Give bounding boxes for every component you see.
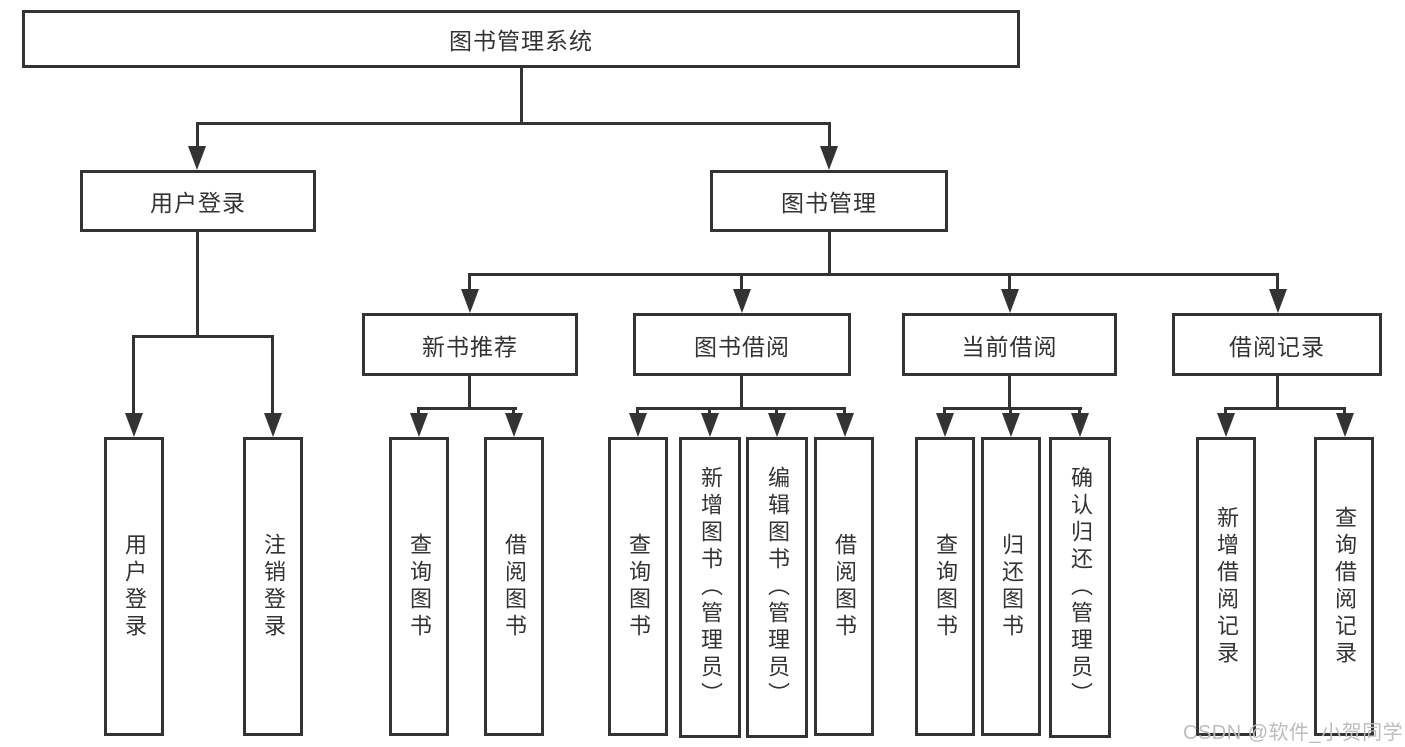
- arrow-down-icon: [701, 413, 719, 437]
- arrow-down-icon: [264, 413, 282, 437]
- arrow-down-icon: [1269, 289, 1287, 313]
- node-book-borrow-label: 图书借阅: [694, 333, 790, 360]
- arrow-down-icon: [768, 413, 786, 437]
- node-current-borrow: 当前借阅: [902, 313, 1117, 376]
- arrow-down-icon: [461, 289, 479, 313]
- connector-line: [468, 273, 471, 291]
- connector-line: [1078, 407, 1081, 415]
- leaf-label: 编辑图书（管理员）: [765, 466, 790, 709]
- leaf-borrow-books-1: 借阅图书: [484, 437, 544, 736]
- leaf-logout: 注销登录: [243, 437, 303, 736]
- connector-line: [196, 122, 831, 125]
- arrow-down-icon: [836, 413, 854, 437]
- arrow-down-icon: [936, 413, 954, 437]
- leaf-add-borrow-record: 新增借阅记录: [1196, 437, 1256, 736]
- node-borrow-records-label: 借阅记录: [1229, 333, 1325, 360]
- connector-line: [1343, 407, 1346, 415]
- leaf-label: 查询借阅记录: [1332, 505, 1357, 668]
- node-borrow-records: 借阅记录: [1172, 313, 1382, 376]
- connector-line: [1276, 376, 1279, 410]
- connector-line: [740, 273, 743, 291]
- leaf-user-login: 用户登录: [104, 437, 164, 736]
- node-book-mgmt: 图书管理: [710, 170, 948, 232]
- connector-line: [468, 273, 1279, 276]
- arrow-down-icon: [820, 146, 838, 170]
- leaf-confirm-return-admin: 确认归还（管理员）: [1049, 437, 1111, 738]
- leaf-label: 借阅图书: [502, 532, 527, 641]
- connector-line: [636, 407, 846, 410]
- leaf-query-borrow-record: 查询借阅记录: [1314, 437, 1374, 736]
- leaf-add-books-admin: 新增图书（管理员）: [679, 437, 741, 738]
- node-root: 图书管理系统: [22, 10, 1020, 68]
- leaf-query-books-1: 查询图书: [389, 437, 449, 736]
- leaf-label: 注销登录: [261, 532, 286, 641]
- leaf-label: 新增图书（管理员）: [698, 466, 723, 709]
- arrow-down-icon: [629, 413, 647, 437]
- leaf-label: 查询图书: [626, 532, 651, 641]
- arrow-down-icon: [1071, 413, 1089, 437]
- leaf-edit-books-admin: 编辑图书（管理员）: [746, 437, 808, 738]
- connector-line: [417, 407, 420, 415]
- leaf-label: 新增借阅记录: [1214, 505, 1239, 668]
- connector-line: [271, 335, 274, 415]
- arrow-down-icon: [1217, 413, 1235, 437]
- connector-line: [740, 376, 743, 410]
- connector-line: [196, 122, 199, 148]
- arrow-down-icon: [1001, 289, 1019, 313]
- leaf-borrow-books-2: 借阅图书: [814, 437, 874, 736]
- leaf-label: 用户登录: [122, 532, 147, 641]
- arrow-down-icon: [1002, 413, 1020, 437]
- connector-line: [636, 407, 639, 415]
- arrow-down-icon: [505, 413, 523, 437]
- leaf-label: 查询图书: [407, 532, 432, 641]
- node-book-borrow: 图书借阅: [633, 313, 851, 376]
- connector-line: [132, 335, 274, 338]
- connector-line: [1224, 407, 1346, 410]
- node-current-borrow-label: 当前借阅: [961, 333, 1058, 360]
- connector-line: [943, 407, 946, 415]
- connector-line: [1224, 407, 1227, 415]
- connector-line: [520, 68, 523, 122]
- leaf-label: 查询图书: [933, 532, 958, 641]
- connector-line: [828, 122, 831, 148]
- connector-line: [512, 407, 515, 415]
- connector-line: [1276, 273, 1279, 291]
- arrow-down-icon: [410, 413, 428, 437]
- connector-line: [828, 232, 831, 276]
- leaf-label: 归还图书: [999, 532, 1024, 641]
- arrow-down-icon: [733, 289, 751, 313]
- connector-line: [196, 232, 199, 338]
- leaf-query-books-2: 查询图书: [608, 437, 668, 736]
- arrow-down-icon: [125, 413, 143, 437]
- connector-line: [1008, 273, 1011, 291]
- leaf-label: 确认归还（管理员）: [1068, 466, 1093, 709]
- connector-line: [1008, 376, 1011, 410]
- node-user-login: 用户登录: [80, 170, 316, 232]
- connector-line: [843, 407, 846, 415]
- leaf-label: 借阅图书: [832, 532, 857, 641]
- leaf-return-books: 归还图书: [981, 437, 1041, 736]
- connector-line: [132, 335, 135, 415]
- arrow-down-icon: [1336, 413, 1354, 437]
- node-new-book-label: 新书推荐: [422, 333, 518, 360]
- connector-line: [1009, 407, 1012, 415]
- connector-line: [708, 407, 711, 415]
- connector-line: [417, 407, 517, 410]
- arrow-down-icon: [188, 146, 206, 170]
- node-new-book: 新书推荐: [362, 313, 578, 376]
- connector-line: [775, 407, 778, 415]
- node-user-login-label: 用户登录: [150, 190, 246, 216]
- csdn-watermark: CSDN @软件_小贺同学: [1183, 722, 1404, 744]
- connector-line: [468, 376, 471, 410]
- connector-line: [943, 407, 1082, 410]
- leaf-query-books-3: 查询图书: [915, 437, 975, 736]
- node-root-label: 图书管理系统: [449, 28, 593, 54]
- node-book-mgmt-label: 图书管理: [781, 190, 877, 216]
